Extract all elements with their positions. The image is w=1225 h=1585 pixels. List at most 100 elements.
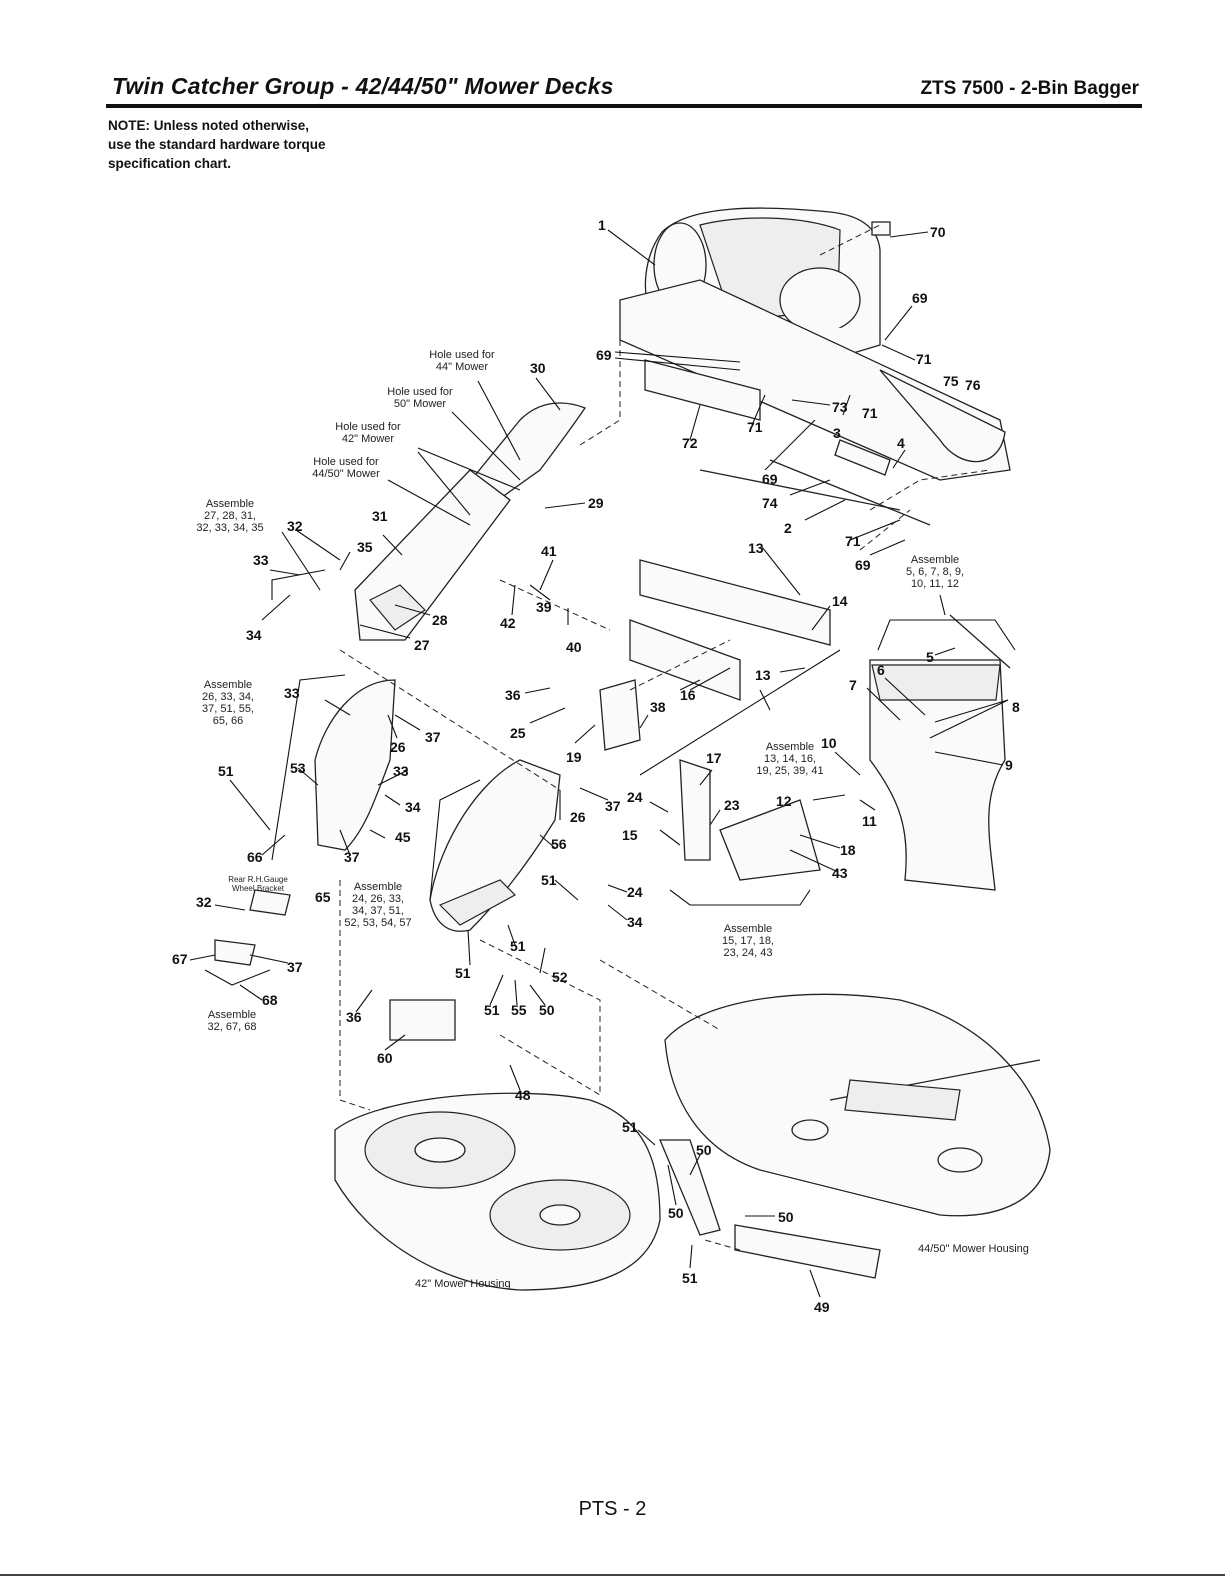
callout-69a: 69 [912,290,928,306]
callout-1: 1 [598,217,606,233]
leader-lines [189,229,1009,1298]
callout-51e: 51 [682,1270,698,1286]
mower-housing-42 [334,1092,661,1291]
callout-49: 50 [696,1142,712,1158]
callout-4: 4 [897,435,905,451]
decal-70 [871,221,891,236]
callout-53: 51 [510,938,526,954]
callout-17: 17 [706,750,722,766]
callout-71c: 71 [747,419,763,435]
callout-71a: 71 [916,351,932,367]
callout-32b: 32 [196,894,212,910]
callout-45: 48 [515,1087,531,1103]
callout-60: 60 [377,1050,393,1066]
callout-26b: 26 [570,809,586,825]
callout-24b: 24 [627,884,643,900]
callout-76: 76 [965,377,981,393]
callout-69c: 69 [762,471,778,487]
callout-26a: 26 [390,739,406,755]
callout-55: 53 [290,760,306,776]
callout-66: 66 [247,849,263,865]
header-rule [106,104,1142,108]
callout-51b: 51 [541,872,557,888]
callout-42: 42 [500,615,516,631]
callout-13b: 13 [755,667,771,683]
callout-19: 19 [566,749,582,765]
callout-52: 51 [455,965,471,981]
callout-13a: 13 [748,540,764,556]
callout-36a: 36 [505,687,521,703]
page-title: Twin Catcher Group - 42/44/50" Mower Dec… [112,73,614,99]
callout-54: 52 [552,969,568,985]
housing-42-label: 42" Mower Housing [415,1278,511,1290]
callout-37a: 37 [425,729,441,745]
callout-34c: 34 [627,914,643,930]
callout-33b: 33 [284,685,300,701]
page-number: PTS - 2 [578,1498,647,1520]
callout-43: 43 [832,865,848,881]
callout-57: 56 [551,836,567,852]
callout-71d: 71 [845,533,861,549]
callout-68: 68 [262,992,278,1008]
callout-33a: 33 [253,552,269,568]
callout-44: 45 [395,829,411,845]
callout-74: 74 [762,495,778,511]
callout-25: 25 [510,725,526,741]
callout-34b: 34 [405,799,421,815]
callout-39: 39 [536,599,552,615]
callout-73: 73 [832,399,848,415]
callout-41: 41 [541,543,557,559]
callout-numbers: 1 70 69 69 71 75 76 30 73 71 71 72 3 4 6… [172,217,1020,1315]
model-name: ZTS 7500 - 2-Bin Bagger [920,78,1139,99]
callout-8: 8 [1012,699,1020,715]
catcher-rod [769,439,931,526]
callout-3: 3 [833,425,841,441]
callout-37d: 37 [287,959,303,975]
catcher-rail [644,359,761,421]
part-labels: 42" Mower Housing 44/50" Mower Housing R… [228,875,1029,1290]
torque-note: NOTE: Unless noted otherwise, use the st… [108,118,326,171]
upper-chute [354,402,586,641]
callout-50c: 50 [778,1209,794,1225]
callout-50a: 50 [539,1002,555,1018]
callout-2: 2 [784,520,792,536]
callout-69b: 69 [596,347,612,363]
callout-24a: 24 [627,789,643,805]
assembly-brackets [204,569,1016,986]
callout-48: 49 [814,1299,830,1315]
callout-71b: 71 [862,405,878,421]
callout-18: 18 [840,842,856,858]
callout-16: 16 [680,687,696,703]
hardware-cluster [214,559,831,1041]
callout-28: 28 [432,612,448,628]
callout-9: 9 [1005,757,1013,773]
housing-4450-label: 44/50" Mower Housing [918,1243,1029,1255]
callout-27: 27 [414,637,430,653]
callout-69d: 69 [855,557,871,573]
callout-65: 65 [315,889,331,905]
callout-29: 29 [588,495,604,511]
callout-51c: 51 [484,1002,500,1018]
callout-67: 67 [172,951,188,967]
callout-40: 40 [566,639,582,655]
callout-33c: 33 [393,763,409,779]
assembly-dash-lines [339,224,991,1251]
bracket-49 [659,1139,721,1236]
callout-14: 14 [832,593,848,609]
callout-34a: 34 [246,627,262,643]
callout-7: 7 [849,677,857,693]
callout-5: 5 [926,649,934,665]
callout-38: 38 [650,699,666,715]
callout-30: 30 [530,360,546,376]
callout-31: 31 [372,508,388,524]
callout-37b: 37 [605,798,621,814]
callout-75: 75 [943,373,959,389]
